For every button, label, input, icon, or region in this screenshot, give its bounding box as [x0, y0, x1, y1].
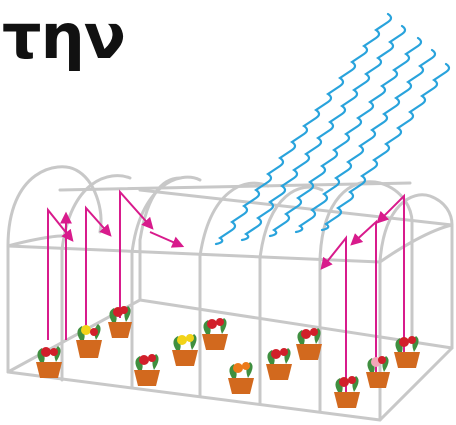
plant-4 [134, 354, 160, 386]
plant-12 [394, 336, 420, 368]
plant-10 [334, 376, 360, 408]
heat-arrows-right [320, 193, 405, 396]
plant-2 [76, 324, 102, 358]
plant-5 [172, 334, 198, 366]
plant-11 [366, 356, 390, 388]
plant-3 [108, 306, 132, 338]
plant-1 [36, 346, 62, 378]
plant-7 [228, 362, 254, 394]
potted-plants [36, 306, 420, 408]
plant-9 [296, 328, 322, 360]
plant-8 [266, 348, 292, 380]
sunlight-rays [214, 12, 451, 246]
plant-6 [202, 318, 228, 350]
heading-fragment: την [2, 0, 126, 73]
heat-arrows-left [47, 189, 185, 340]
